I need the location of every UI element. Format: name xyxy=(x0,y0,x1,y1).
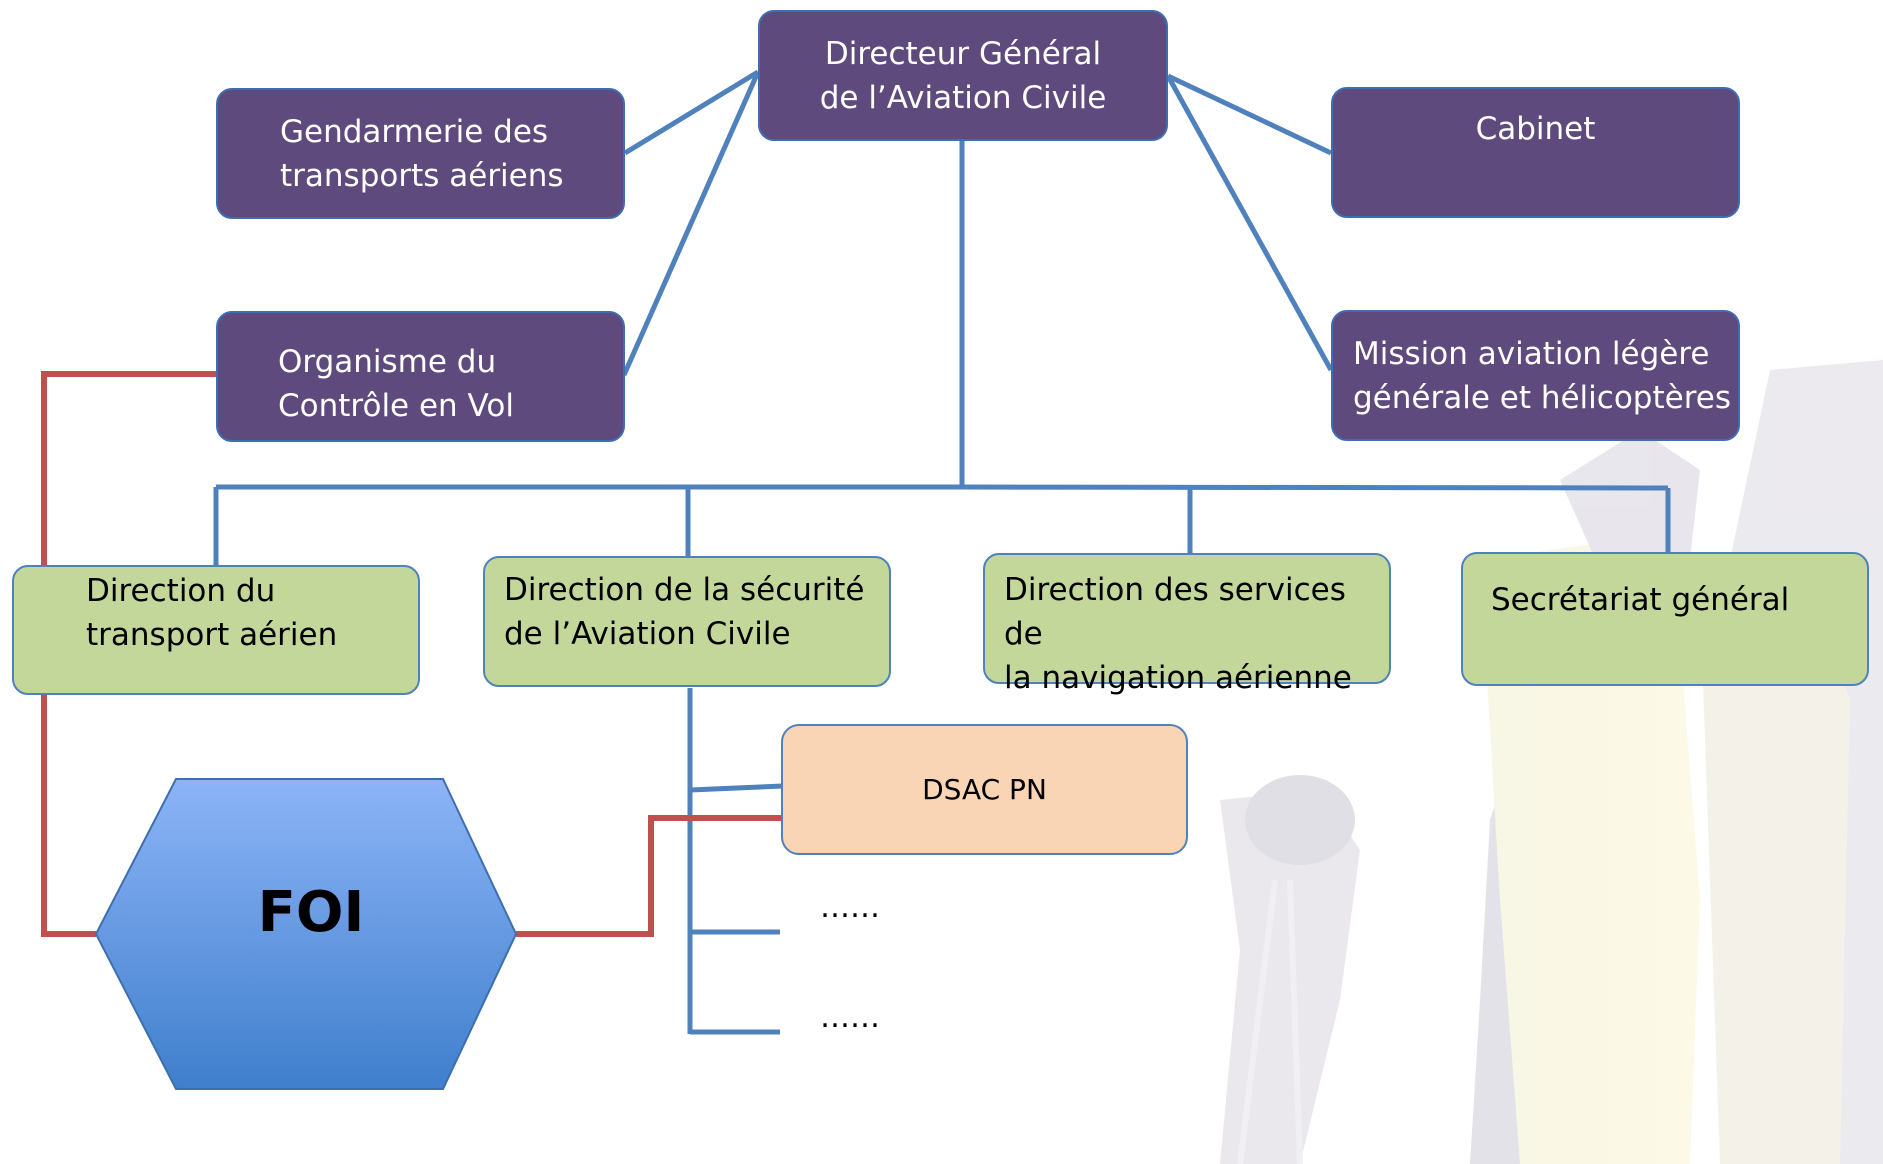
direction-transport-box: Direction du transport aérien xyxy=(12,565,420,695)
direction-navigation-box: Direction des services de la navigation … xyxy=(983,553,1391,696)
foi-hexagon xyxy=(94,778,518,1090)
sub-item-placeholder-1: …… xyxy=(820,890,880,925)
secretariat-box: Secrétariat général xyxy=(1461,552,1869,686)
cabinet-label: Cabinet xyxy=(1475,111,1596,147)
director-general-box: Directeur Général de l’Aviation Civile xyxy=(758,10,1168,141)
direction-securite-box: Direction de la sécurité de l’Aviation C… xyxy=(483,556,891,687)
direction-transport-label: Direction du transport aérien xyxy=(86,573,338,653)
cabinet-box: Cabinet xyxy=(1331,87,1740,218)
gendarmerie-box: Gendarmerie des transports aériens xyxy=(216,88,625,219)
sub-item-placeholder-2: …… xyxy=(820,1000,880,1035)
organisme-controle-label: Organisme du Contrôle en Vol xyxy=(278,344,514,424)
dsac-pn-box: DSAC PN xyxy=(781,724,1188,855)
direction-securite-label: Direction de la sécurité de l’Aviation C… xyxy=(504,572,865,652)
mission-aviation-label: Mission aviation légère générale et héli… xyxy=(1353,336,1731,416)
direction-navigation-label: Direction des services de la navigation … xyxy=(1004,572,1352,696)
mission-aviation-box: Mission aviation légère générale et héli… xyxy=(1331,310,1740,441)
gendarmerie-label: Gendarmerie des transports aériens xyxy=(280,114,564,194)
blue-connectors xyxy=(213,69,1671,1035)
director-general-label: Directeur Général de l’Aviation Civile xyxy=(819,36,1107,116)
dsac-pn-label: DSAC PN xyxy=(922,773,1047,806)
organisme-controle-box: Organisme du Contrôle en Vol xyxy=(216,311,625,442)
foi-label: FOI xyxy=(257,880,365,945)
secretariat-label: Secrétariat général xyxy=(1491,582,1790,618)
